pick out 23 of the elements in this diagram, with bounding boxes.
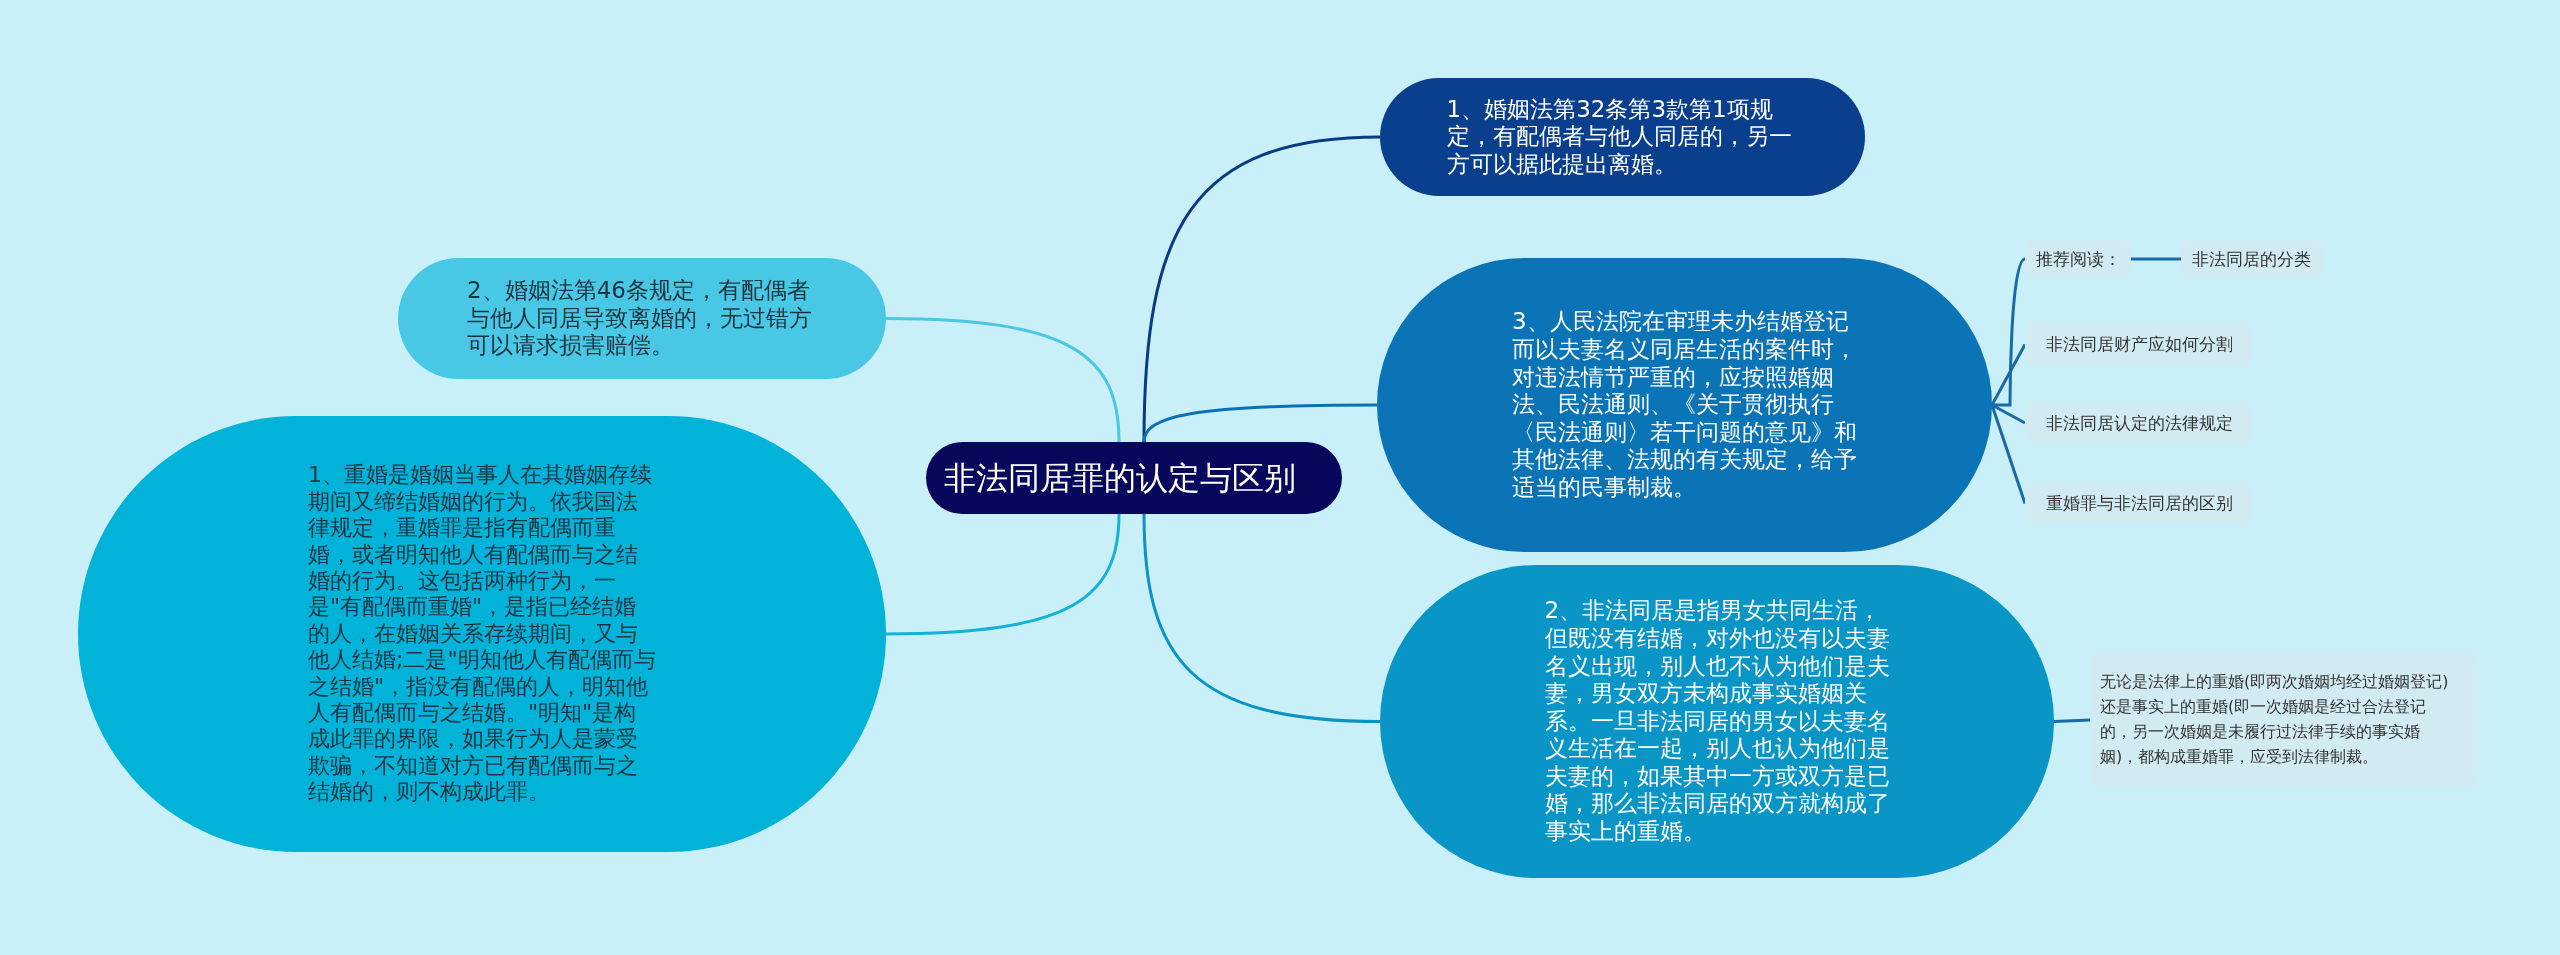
connector-line (2053, 718, 2091, 723)
topic-label: 推荐阅读： (2025, 240, 2131, 278)
connector-line (1990, 404, 2027, 504)
topic-bubble: 1、重婚是婚姻当事人在其婚姻存续期间又缔结婚姻的行为。依我国法律规定，重婚罪是指有配偶而重婚，或者明知他人有配偶而与之结婚的行为。这包括两种行为，一是"有配偶而重婚"，是指已经结婚的人，在婚姻关系存续期间，又与他人结婚;二是"明知他人有配偶而与之结婚"，指没有配偶的人，明知他人有配偶而与之结婚。"明知"是构成此罪的界限，如果行为人是蒙受欺骗，不知道对方已有配偶而与之结婚的，则不构成此罪。 (78, 416, 886, 852)
connector-line (885, 317, 1121, 443)
note-box: 无论是法律上的重婚(即两次婚姻均经过婚姻登记)还是事实上的重婚(即一次婚姻是经过合法登记的，另一次婚姻是未履行过法律手续的事实婚姻)，都构成重婚罪，应受到法律制裁。 (2090, 653, 2479, 787)
connector-line (1990, 343, 2027, 406)
connector-line (1142, 513, 1381, 723)
topic-bubble: 2、婚姻法第46条规定，有配偶者与他人同居导致离婚的，无过错方可以请求损害赔偿。 (398, 258, 886, 379)
connector-line (1142, 403, 1377, 443)
topic-bubble: 3、人民法院在审理未办结婚登记而以夫妻名义同居生活的案件时，对违法情节严重的，应按照婚姻法、民法通则、《关于贯彻执行〈民法通则〉若干问题的意见》和其他法律、法规的有关规定，给予适当的民事制裁。 (1377, 258, 1992, 552)
topic-label: 非法同居财产应如何分割 (2025, 323, 2253, 366)
connector-line (2131, 257, 2181, 261)
topic-label: 非法同居认定的法律规定 (2025, 403, 2253, 443)
connector-line (1142, 135, 1381, 443)
topic-bubble: 2、非法同居是指男女共同生活，但既没有结婚，对外也没有以夫妻名义出现，别人也不认为他们是夫妻，男女双方未构成事实婚姻关系。一旦非法同居的男女以夫妻名义生活在一起，别人也认为他们是夫妻的，如果其中一方或双方是已婚，那么非法同居的双方就构成了事实上的重婚。 (1380, 565, 2054, 878)
topic-label: 非法同居的分类 (2181, 240, 2322, 278)
connector-line (1991, 403, 2026, 425)
topic-label: 重婚罪与非法同居的区别 (2025, 483, 2253, 524)
connector-line (1992, 257, 2026, 407)
connector-line (885, 513, 1121, 636)
central-topic: 非法同居罪的认定与区别 (926, 442, 1342, 514)
topic-bubble: 1、婚姻法第32条第3款第1项规定，有配偶者与他人同居的，另一方可以据此提出离婚。 (1380, 78, 1865, 196)
